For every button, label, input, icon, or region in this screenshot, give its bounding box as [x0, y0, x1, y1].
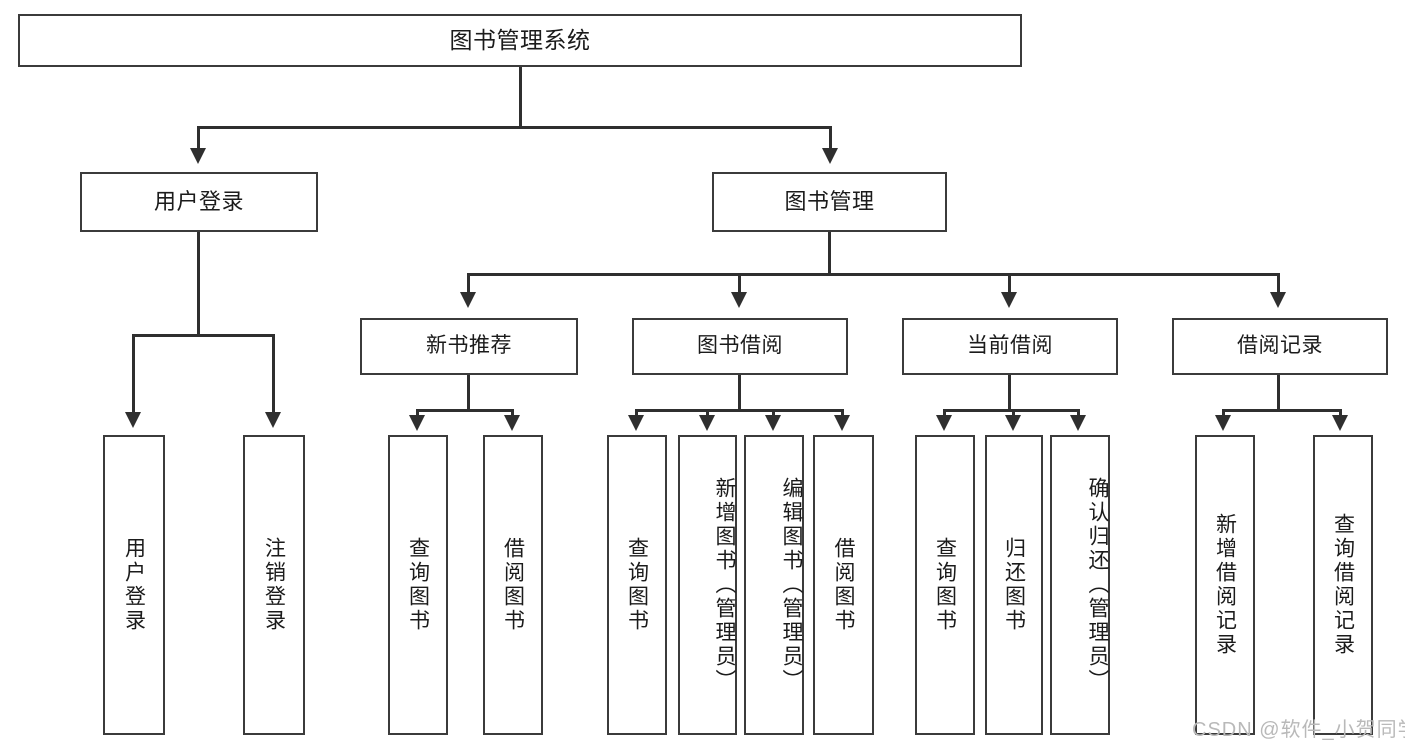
leaf-user-login-login[interactable]: 用户登录 [103, 435, 165, 735]
leaf-current-borrow-query[interactable]: 查询图书 [915, 435, 975, 735]
arrowhead-leaf-book-borrow-1 [628, 415, 644, 431]
connector-drop-leaf-book-borrow-3 [772, 409, 775, 419]
leaf-borrow-record-add[interactable]: 新增借阅记录 [1195, 435, 1255, 735]
arrowhead-leaf-book-borrow-3 [765, 415, 781, 431]
arrowhead-leaf-user-login-1 [125, 412, 141, 428]
connector-root-stem [519, 67, 522, 127]
leaf-book-borrow-add-label: 新增图书（管理员） [713, 477, 736, 693]
leaf-book-borrow-query[interactable]: 查询图书 [607, 435, 667, 735]
leaf-new-book-query[interactable]: 查询图书 [388, 435, 448, 735]
node-book-borrow-label: 图书借阅 [697, 334, 783, 358]
connector-user-login-stem [197, 232, 200, 335]
node-book-borrow[interactable]: 图书借阅 [632, 318, 848, 375]
leaf-borrow-record-query[interactable]: 查询借阅记录 [1313, 435, 1373, 735]
node-current-borrow-label: 当前借阅 [967, 334, 1053, 358]
arrowhead-leaf-borrow-record-2 [1332, 415, 1348, 431]
connector-drop-leaf-book-borrow-4 [841, 409, 844, 419]
leaf-new-book-query-label: 查询图书 [406, 537, 430, 633]
leaf-book-borrow-borrow[interactable]: 借阅图书 [813, 435, 874, 735]
leaf-current-borrow-confirm[interactable]: 确认归还（管理员） [1050, 435, 1110, 735]
node-user-login-label: 用户登录 [153, 188, 244, 214]
arrowhead-leaf-new-book-2 [504, 415, 520, 431]
leaf-borrow-record-add-label: 新增借阅记录 [1213, 513, 1237, 657]
connector-drop-user-login [197, 126, 200, 152]
connector-drop-leaf-current-borrow-1 [943, 409, 946, 419]
arrowhead-new-book [460, 292, 476, 308]
leaf-new-book-borrow[interactable]: 借阅图书 [483, 435, 543, 735]
connector-drop-leaf-borrow-record-1 [1222, 409, 1225, 419]
connector-level2-bus [467, 273, 1279, 276]
leaf-book-borrow-borrow-label: 借阅图书 [832, 537, 855, 633]
arrowhead-leaf-user-login-2 [265, 412, 281, 428]
arrowhead-borrow-record [1270, 292, 1286, 308]
arrowhead-current-borrow [1001, 292, 1017, 308]
node-current-borrow[interactable]: 当前借阅 [902, 318, 1118, 375]
connector-current-borrow-stem [1008, 375, 1011, 410]
node-new-book-recommend[interactable]: 新书推荐 [360, 318, 578, 375]
node-new-book-recommend-label: 新书推荐 [426, 334, 512, 358]
connector-borrow-record-bus [1222, 409, 1342, 412]
arrowhead-leaf-current-borrow-1 [936, 415, 952, 431]
node-borrow-record-label: 借阅记录 [1237, 334, 1323, 358]
connector-level1-bus [197, 126, 832, 129]
arrowhead-leaf-borrow-record-1 [1215, 415, 1231, 431]
connector-drop-leaf-new-book-1 [416, 409, 419, 419]
connector-drop-leaf-borrow-record-2 [1339, 409, 1342, 419]
connector-drop-current-borrow [1008, 273, 1011, 295]
connector-drop-book-borrow [738, 273, 741, 295]
leaf-book-borrow-edit[interactable]: 编辑图书（管理员） [744, 435, 804, 735]
arrowhead-book-borrow [731, 292, 747, 308]
node-root-label: 图书管理系统 [449, 26, 591, 53]
connector-drop-borrow-record [1277, 273, 1280, 295]
leaf-book-borrow-query-label: 查询图书 [625, 537, 649, 633]
arrowhead-leaf-book-borrow-4 [834, 415, 850, 431]
node-borrow-record[interactable]: 借阅记录 [1172, 318, 1388, 375]
node-book-manage-label: 图书管理 [784, 188, 875, 214]
leaf-user-login-logout[interactable]: 注销登录 [243, 435, 305, 735]
arrowhead-leaf-current-borrow-2 [1005, 415, 1021, 431]
connector-user-login-bus [132, 334, 274, 337]
connector-new-book-bus [416, 409, 514, 412]
leaf-borrow-record-query-label: 查询借阅记录 [1331, 513, 1355, 657]
arrowhead-leaf-new-book-1 [409, 415, 425, 431]
connector-drop-leaf-user-login-2 [272, 334, 275, 415]
arrowhead-leaf-book-borrow-2 [699, 415, 715, 431]
connector-drop-leaf-current-borrow-2 [1012, 409, 1015, 419]
node-root-system[interactable]: 图书管理系统 [18, 14, 1022, 67]
connector-borrow-record-stem [1277, 375, 1280, 410]
leaf-current-borrow-query-label: 查询图书 [933, 537, 957, 633]
node-user-login[interactable]: 用户登录 [80, 172, 318, 232]
leaf-user-login-login-label: 用户登录 [122, 537, 146, 633]
connector-book-borrow-bus [635, 409, 843, 412]
arrowhead-leaf-current-borrow-3 [1070, 415, 1086, 431]
leaf-new-book-borrow-label: 借阅图书 [501, 537, 525, 633]
leaf-current-borrow-confirm-label: 确认归还（管理员） [1086, 477, 1109, 693]
leaf-book-borrow-add[interactable]: 新增图书（管理员） [678, 435, 737, 735]
connector-drop-leaf-new-book-2 [511, 409, 514, 419]
connector-drop-new-book [467, 273, 470, 295]
leaf-user-login-logout-label: 注销登录 [262, 537, 286, 633]
connector-drop-book-manage [829, 126, 832, 152]
arrowhead-user-login [190, 148, 206, 164]
connector-drop-leaf-user-login-1 [132, 334, 135, 415]
connector-current-borrow-bus [943, 409, 1080, 412]
connector-drop-leaf-current-borrow-3 [1077, 409, 1080, 419]
leaf-current-borrow-return[interactable]: 归还图书 [985, 435, 1043, 735]
connector-new-book-stem [467, 375, 470, 410]
connector-drop-leaf-book-borrow-2 [706, 409, 709, 419]
connector-book-manage-stem [828, 232, 831, 274]
arrowhead-book-manage [822, 148, 838, 164]
node-book-manage[interactable]: 图书管理 [712, 172, 947, 232]
leaf-current-borrow-return-label: 归还图书 [1002, 537, 1026, 633]
connector-book-borrow-stem [738, 375, 741, 410]
connector-drop-leaf-book-borrow-1 [635, 409, 638, 419]
leaf-book-borrow-edit-label: 编辑图书（管理员） [780, 477, 803, 693]
